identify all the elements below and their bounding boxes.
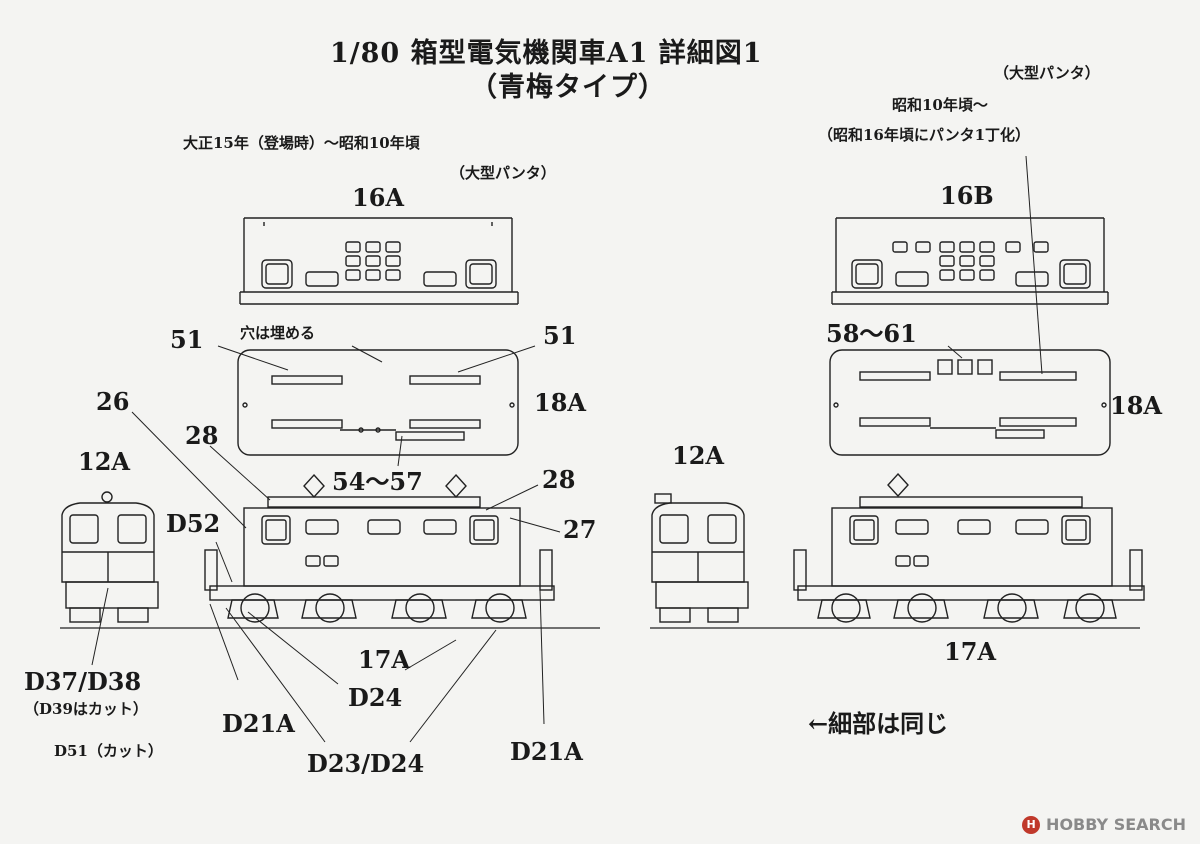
right-leader-lines [947,155,1043,375]
plate-18a-right-drawing [829,349,1111,456]
label-d23-d24: D23/D24 [307,749,425,778]
label-d24: D24 [348,683,403,712]
right-era-note: （昭和16年頃にパンタ1丁化） [818,126,1031,144]
side-17a-left-drawing [60,473,600,629]
left-roof-part-label: 16A [352,183,405,212]
right-panto-label: （大型パンタ） [994,64,1100,82]
label-27: 27 [563,515,597,544]
right-era-label: 昭和10年頃～ [892,96,988,114]
left-side-part-label: 17A [358,645,411,674]
hobby-search-watermark: H HOBBY SEARCH [1022,815,1186,834]
label-26: 26 [96,387,130,416]
label-d39-note: （D39はカット） [24,700,148,718]
left-leader-lines [91,345,561,743]
left-front-part-label: 12A [78,447,131,476]
label-54-57: 54～57 [332,467,423,496]
label-d37-d38: D37/D38 [24,667,142,696]
side-17a-right-drawing [650,472,1145,629]
label-d21a-left: D21A [222,709,295,738]
watermark-text: HOBBY SEARCH [1046,815,1186,834]
front-12a-right-drawing [651,493,749,623]
label-d21a-right: D21A [510,737,583,766]
same-details-note: ←細部は同じ [808,709,949,738]
roof-16b-drawing [831,217,1109,305]
label-d52: D52 [166,509,221,538]
front-12a-left-drawing [61,491,159,623]
right-roof-part-label: 16B [940,181,994,210]
plate-18a-left-drawing [237,349,519,456]
label-d51-note: D51（カット） [54,742,163,760]
diagram-subtitle: （青梅タイプ） [470,72,666,103]
label-51-right: 51 [543,321,577,350]
hobby-search-logo-icon: H [1022,815,1041,834]
right-front-part-label: 12A [672,441,725,470]
label-58-61: 58～61 [826,319,917,348]
hole-note: 穴は埋める [240,324,316,342]
label-28-left: 28 [185,421,219,450]
label-28-right: 28 [542,465,576,494]
left-plate-part-label: 18A [534,388,587,417]
right-plate-part-label: 18A [1110,391,1163,420]
diagram-title: 1/80 箱型電気機関車A1 詳細図1 [330,38,763,69]
right-side-part-label: 17A [944,637,997,666]
left-era-label: 大正15年（登場時）～昭和10年頃 [183,134,420,152]
left-panto-label: （大型パンタ） [450,164,556,182]
roof-16a-drawing [239,217,519,305]
label-51-left: 51 [170,325,204,354]
